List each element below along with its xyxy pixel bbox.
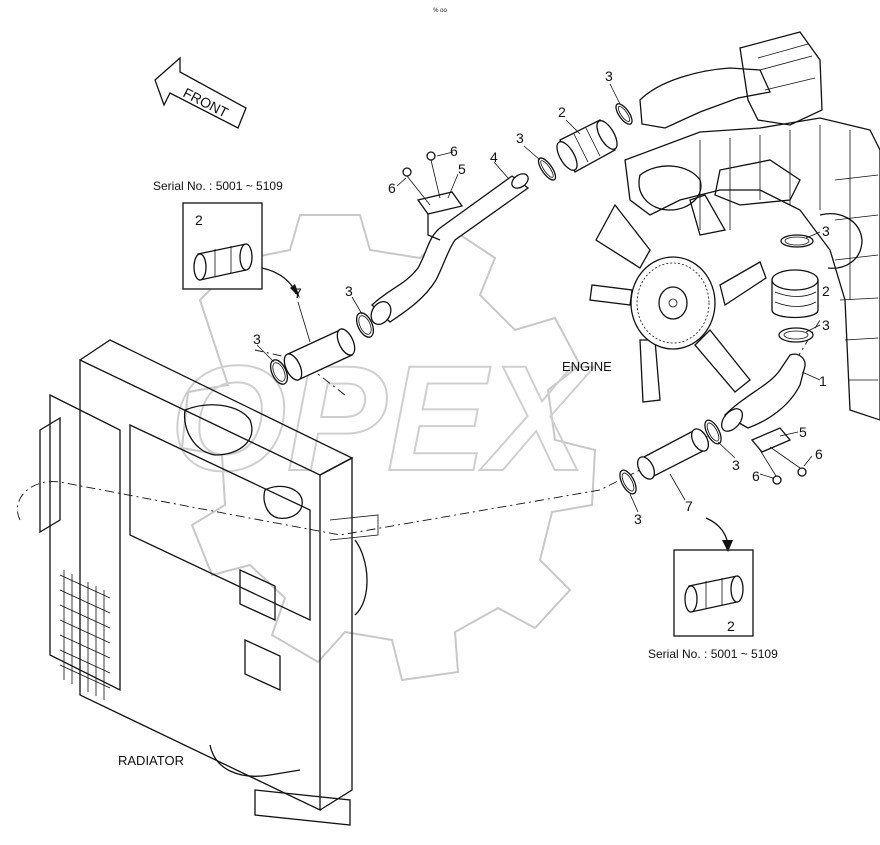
serial-note-right: Serial No. : 5001 ~ 5109 xyxy=(648,647,778,661)
clamp-right-lower xyxy=(619,469,637,495)
engine-label: ENGINE xyxy=(562,359,612,374)
radiator-label: RADIATOR xyxy=(118,753,184,768)
part-number-2: 2 xyxy=(195,212,203,228)
part-number-3: 3 xyxy=(822,223,830,239)
part-number-3: 3 xyxy=(822,317,830,333)
engine-assembly: ENGINE xyxy=(562,31,880,421)
upper-hose xyxy=(556,119,618,173)
watermark-text: OPEX xyxy=(170,334,595,502)
front-direction-arrow: FRONT xyxy=(154,56,247,129)
leader-lines xyxy=(256,83,821,513)
bolt-icon xyxy=(426,151,436,161)
engine-side-hose xyxy=(771,234,819,343)
part-number-3: 3 xyxy=(253,331,261,347)
part-number-2: 2 xyxy=(558,104,566,120)
part-number-2: 2 xyxy=(822,283,830,299)
part-number-3: 3 xyxy=(516,130,524,146)
part-number-3: 3 xyxy=(732,457,740,473)
part-number-2: 2 xyxy=(727,618,735,634)
part-number-7: 7 xyxy=(294,285,302,301)
bolt-icon xyxy=(797,467,807,477)
part-number-1: 1 xyxy=(819,373,827,389)
clamp-upper-left xyxy=(537,157,557,181)
radiator-assembly: RADIATOR xyxy=(39,339,379,826)
part-number-3: 3 xyxy=(634,511,642,527)
bolt-icon xyxy=(772,475,782,485)
upper-water-pipe xyxy=(370,173,530,325)
part-number-3: 3 xyxy=(345,283,353,299)
bolt-icon xyxy=(402,167,412,177)
lower-engine-pipe xyxy=(720,353,806,432)
part-number-5: 5 xyxy=(458,161,466,177)
clamp-left-upper xyxy=(355,312,375,338)
part-number-7: 7 xyxy=(685,498,693,514)
watermark: OPEX xyxy=(169,214,597,682)
right-lower-hose xyxy=(636,428,710,480)
part-number-3: 3 xyxy=(605,68,613,84)
part-number-4: 4 xyxy=(490,149,498,165)
serial-note-left: Serial No. : 5001 ~ 5109 xyxy=(153,179,283,193)
clamp-left-lower xyxy=(269,359,289,385)
header-mark: % oo xyxy=(433,8,447,14)
part-number-6: 6 xyxy=(388,180,396,196)
clamp-upper-right xyxy=(615,103,633,125)
part-number-6: 6 xyxy=(752,468,760,484)
lower-bracket xyxy=(750,427,807,485)
cooling-fan xyxy=(589,194,767,403)
left-upper-hose xyxy=(283,328,356,381)
part-number-6: 6 xyxy=(815,446,823,462)
part-number-5: 5 xyxy=(799,424,807,440)
upper-bracket xyxy=(402,151,464,241)
inset-left: Serial No. : 5001 ~ 5109 xyxy=(153,179,300,298)
inset-right: Serial No. : 5001 ~ 5109 xyxy=(648,517,778,661)
part-number-6: 6 xyxy=(450,143,458,159)
part-labels: 1 2 2 2 2 3 3 3 3 3 3 3 3 4 5 5 6 6 6 6 … xyxy=(195,68,830,634)
